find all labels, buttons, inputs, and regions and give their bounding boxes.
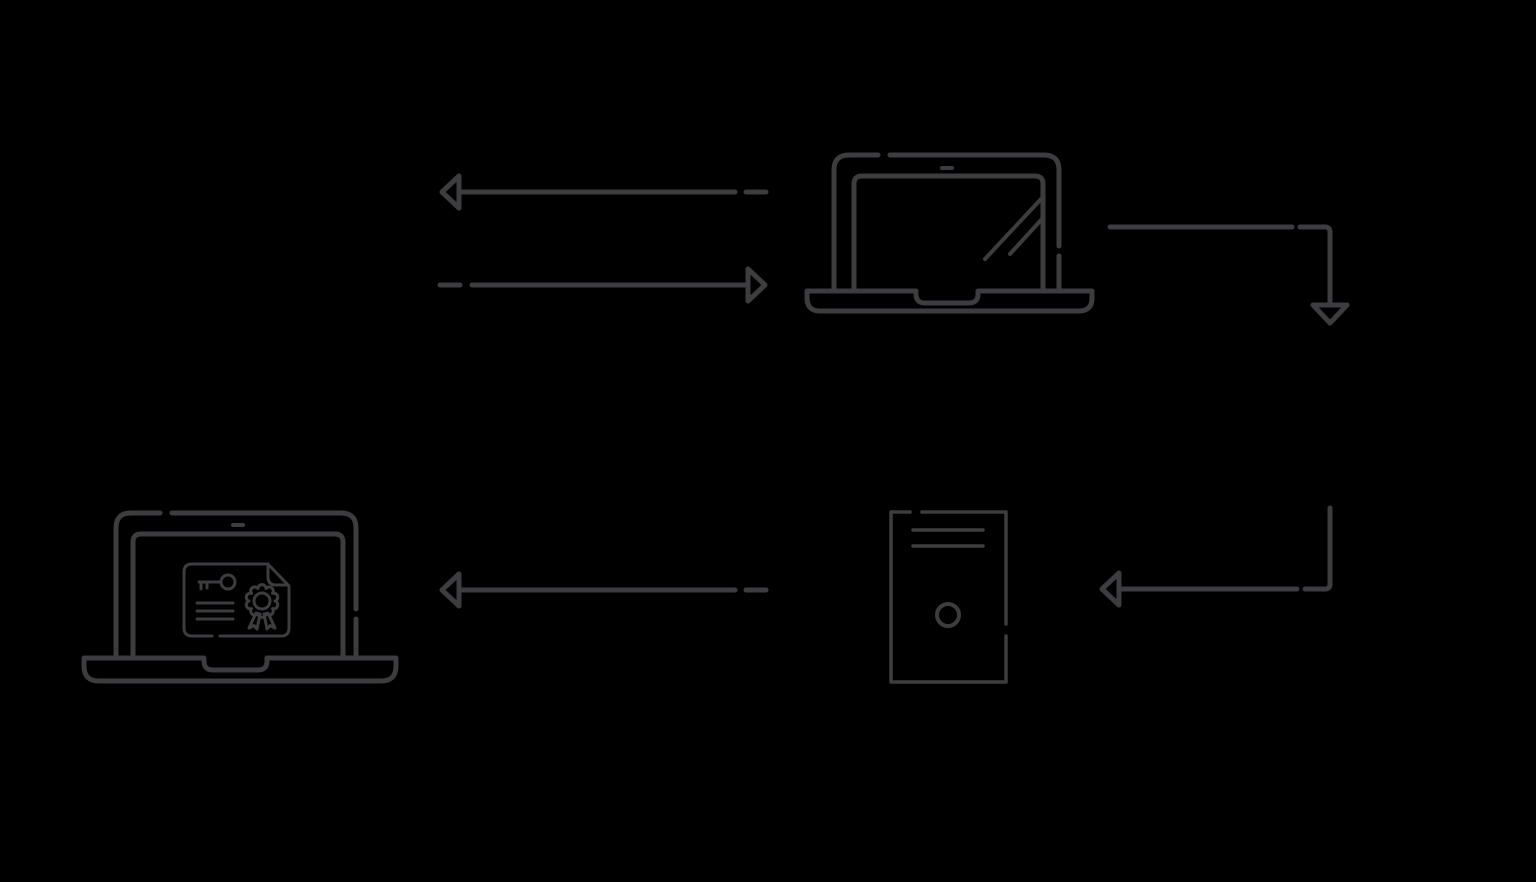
certificate-fold-corner	[266, 562, 290, 587]
laptop-lid-right	[887, 152, 1062, 294]
laptop-base	[804, 288, 1095, 314]
arrow-left-head2-icon	[1099, 570, 1122, 608]
elbow-down-corner	[1297, 224, 1333, 307]
key-teeth	[199, 581, 209, 591]
arrow-top-left	[439, 173, 769, 211]
cert-laptop-lid-right	[169, 510, 359, 661]
cert-laptop-screen	[130, 531, 346, 661]
key-icon	[197, 573, 237, 591]
rosette-seal-icon	[244, 583, 280, 631]
certificate-document-icon	[182, 562, 291, 638]
server-power-button-icon	[935, 602, 961, 628]
certificate-outline	[182, 562, 291, 638]
server-tower-icon	[889, 510, 1008, 684]
arrow-down-head-icon	[1310, 302, 1350, 326]
rosette-scallop	[244, 583, 280, 619]
screen-glare-line-short	[1008, 217, 1044, 256]
laptop-lid-left	[831, 152, 881, 294]
laptop-screen	[851, 173, 1046, 292]
rosette-ribbon-right	[262, 611, 277, 631]
certificate-laptop-icon	[81, 510, 399, 684]
arrow-down-to-server	[1099, 505, 1333, 608]
arrow-bottom-head-icon	[439, 571, 462, 609]
rosette-inner-circle	[252, 591, 272, 611]
arrow-laptop-down	[1107, 224, 1350, 326]
screen-glare-line-long	[983, 196, 1044, 261]
key-bow	[219, 573, 237, 591]
arrow-server-to-laptop	[439, 571, 769, 609]
laptop-icon	[804, 152, 1095, 314]
cert-laptop-lid-left	[113, 510, 163, 661]
arrow-right-head-icon	[745, 266, 768, 304]
rosette-ribbon-left	[247, 611, 262, 631]
arrow-top-right	[437, 266, 768, 304]
cert-laptop-base	[81, 655, 399, 684]
elbow-left-corner	[1302, 505, 1333, 592]
server-case	[889, 510, 1008, 684]
arrow-left-head-icon	[439, 173, 462, 211]
